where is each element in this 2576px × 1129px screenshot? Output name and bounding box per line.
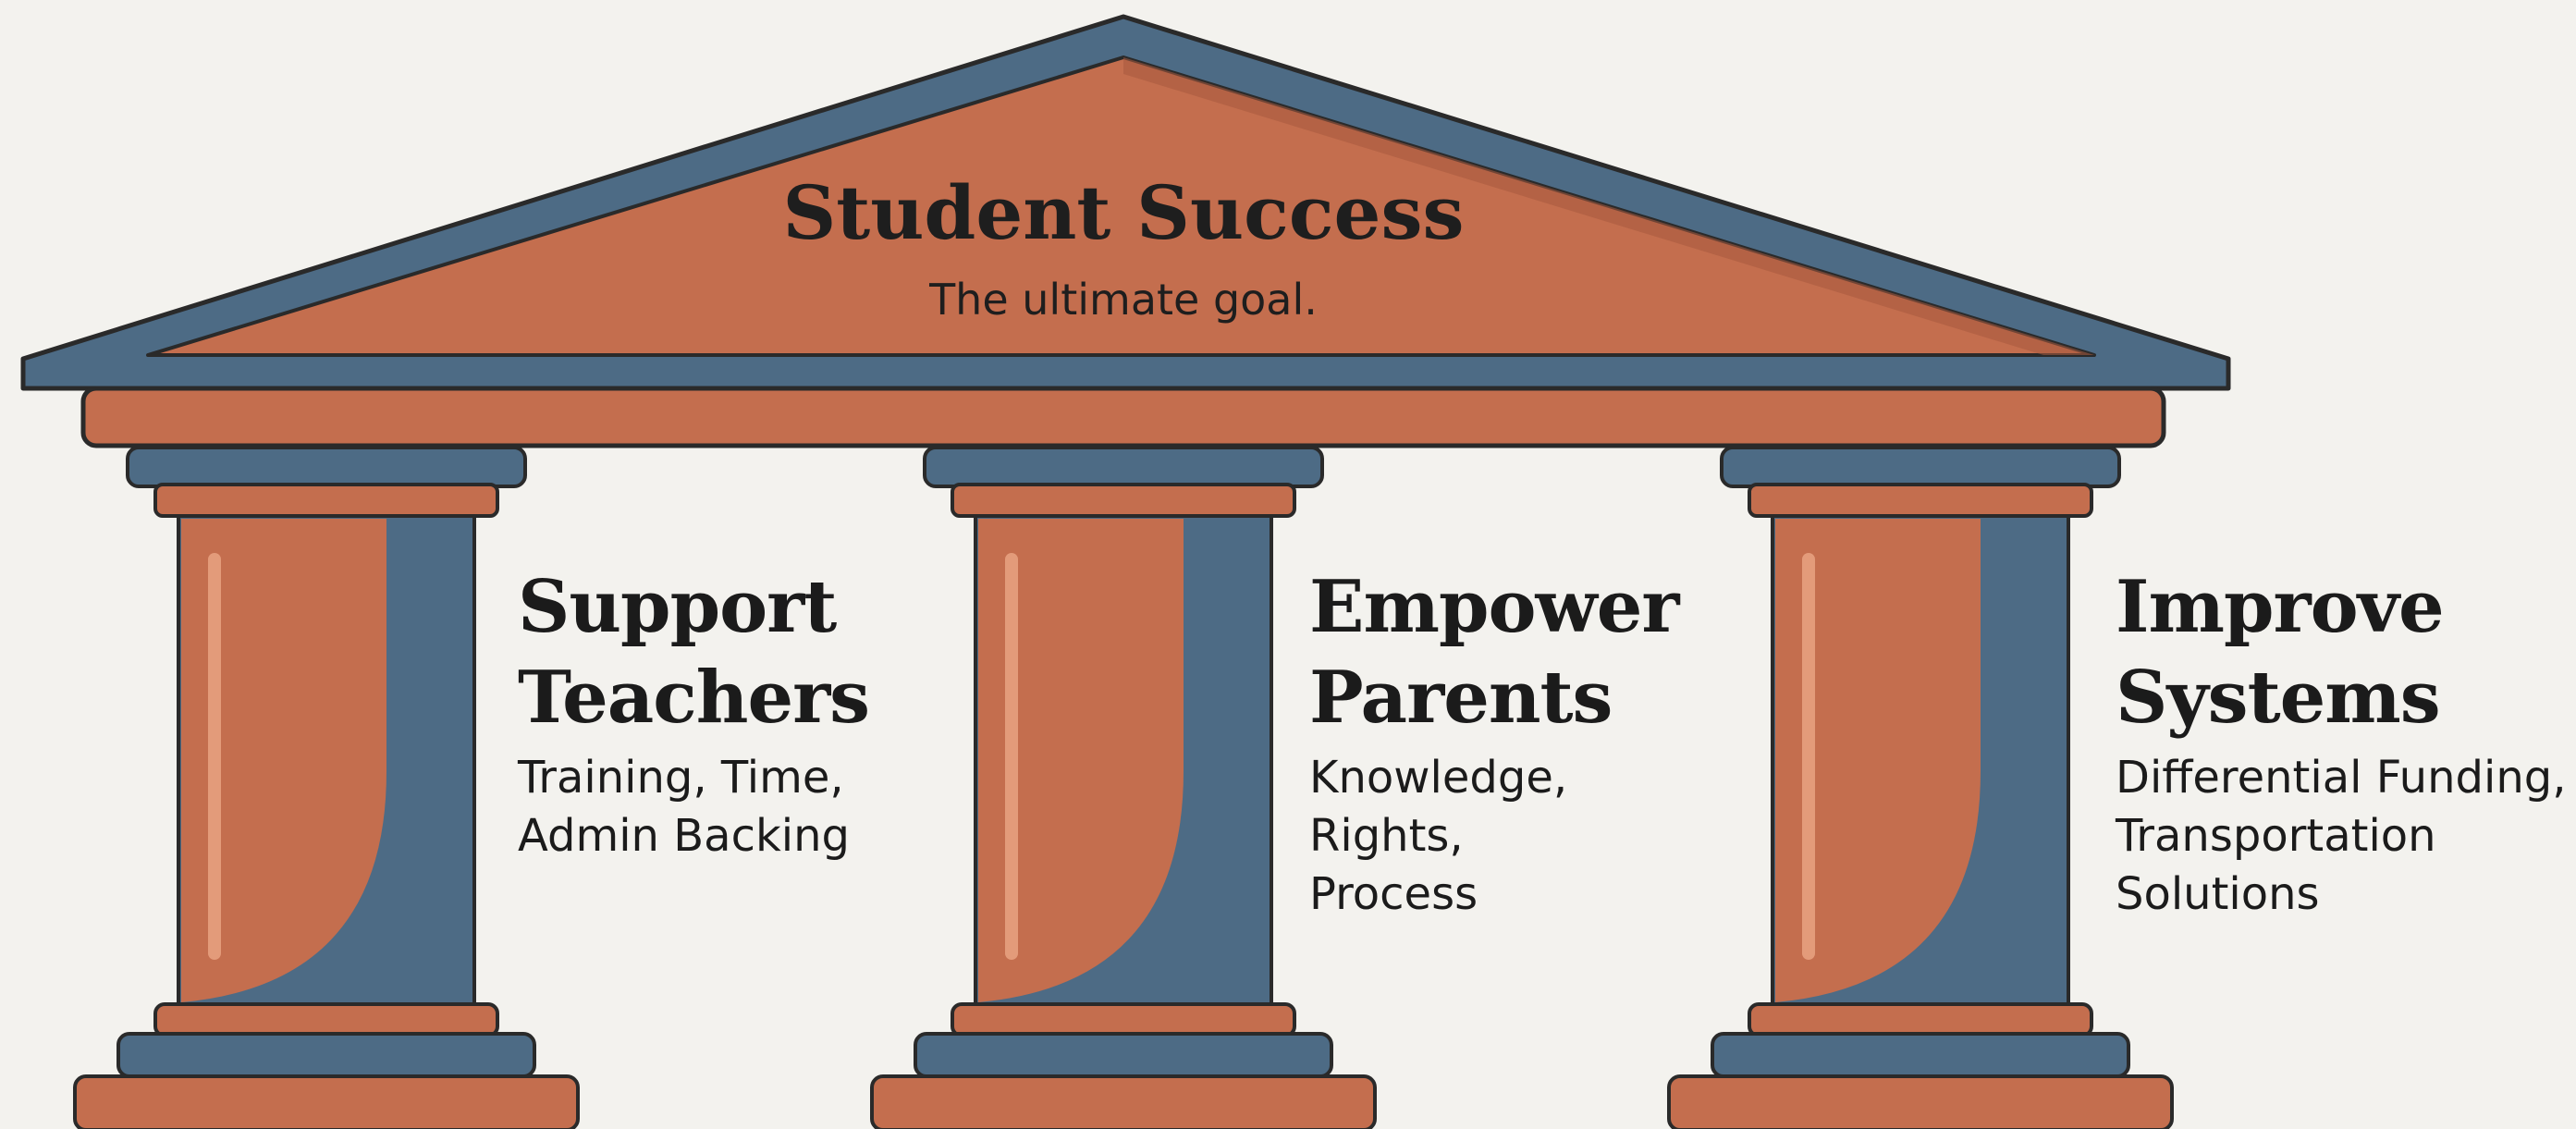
pillar-desc-line: Knowledge, <box>1309 752 1568 804</box>
pillar-title: Improve Systems <box>2116 562 2566 743</box>
goal-title: Student Success <box>782 169 1464 256</box>
pillar-highlight <box>1802 553 1815 960</box>
pillar-description: Training, Time, Admin Backing <box>518 749 869 865</box>
pillar-title-line: Teachers <box>518 656 870 740</box>
pillar-desc-line: Rights, <box>1309 810 1464 862</box>
pillar-description: Knowledge, Rights, Process <box>1309 749 1678 924</box>
pillar-highlight <box>1005 553 1018 960</box>
pillar-title: Empower Parents <box>1309 562 1679 743</box>
pillar-label-empower-parents: Empower Parents Knowledge, Rights, Proce… <box>1309 562 1679 924</box>
pillar-title: Support Teachers <box>518 562 870 743</box>
pillar-base-top <box>1748 1002 2093 1037</box>
pillar-shaft-face <box>1775 519 1981 1002</box>
pillar-desc-line: Process <box>1309 868 1478 920</box>
pillar-base-bottom <box>73 1074 580 1129</box>
pillar-capital-top <box>1720 446 2121 488</box>
pillar-base-bottom <box>870 1074 1377 1129</box>
pillar-description: Differential Funding, Transportation Sol… <box>2116 749 2566 924</box>
pillar-title-line: Empower <box>1309 565 1679 649</box>
pillar-improve-systems <box>1667 446 2174 1129</box>
pillar-capital-bottom <box>1748 483 2093 518</box>
pillar-capital-top <box>126 446 527 488</box>
pillar-desc-line: Admin Backing <box>518 810 850 862</box>
pillar-desc-line: Solutions <box>2116 868 2320 920</box>
pillar-base-middle <box>117 1032 536 1078</box>
pillar-support-teachers <box>73 446 580 1129</box>
pillar-desc-line: Differential Funding, <box>2116 752 2567 804</box>
pediment: Student Success The ultimate goal. <box>20 14 2231 391</box>
pillar-title-line: Support <box>518 565 837 649</box>
pillar-highlight <box>208 553 221 960</box>
pillar-desc-line: Training, Time, <box>518 752 844 804</box>
pillars <box>73 446 2174 1129</box>
pillar-capital-bottom <box>153 483 499 518</box>
pillar-desc-line: Transportation <box>2116 810 2436 862</box>
goal-subtitle: The ultimate goal. <box>928 275 1318 325</box>
pillar-title-line: Parents <box>1309 656 1613 740</box>
pillar-base-middle <box>914 1032 1333 1078</box>
pillar-base-top <box>153 1002 499 1037</box>
pillar-capital-top <box>923 446 1324 488</box>
pillar-label-improve-systems: Improve Systems Differential Funding, Tr… <box>2116 562 2566 924</box>
entablature-beam <box>80 386 2166 448</box>
pillar-base-middle <box>1711 1032 2130 1078</box>
pillar-label-support-teachers: Support Teachers Training, Time, Admin B… <box>518 562 870 865</box>
pillar-capital-bottom <box>951 483 1296 518</box>
pillar-empower-parents <box>870 446 1377 1129</box>
pillar-shaft-face <box>978 519 1184 1002</box>
roof-inner-shadow <box>1123 57 2094 355</box>
pillar-base-bottom <box>1667 1074 2174 1129</box>
pillar-title-line: Improve <box>2116 565 2445 649</box>
pillar-title-line: Systems <box>2116 656 2441 740</box>
pillar-base-top <box>951 1002 1296 1037</box>
pillar-shaft-face <box>181 519 386 1002</box>
